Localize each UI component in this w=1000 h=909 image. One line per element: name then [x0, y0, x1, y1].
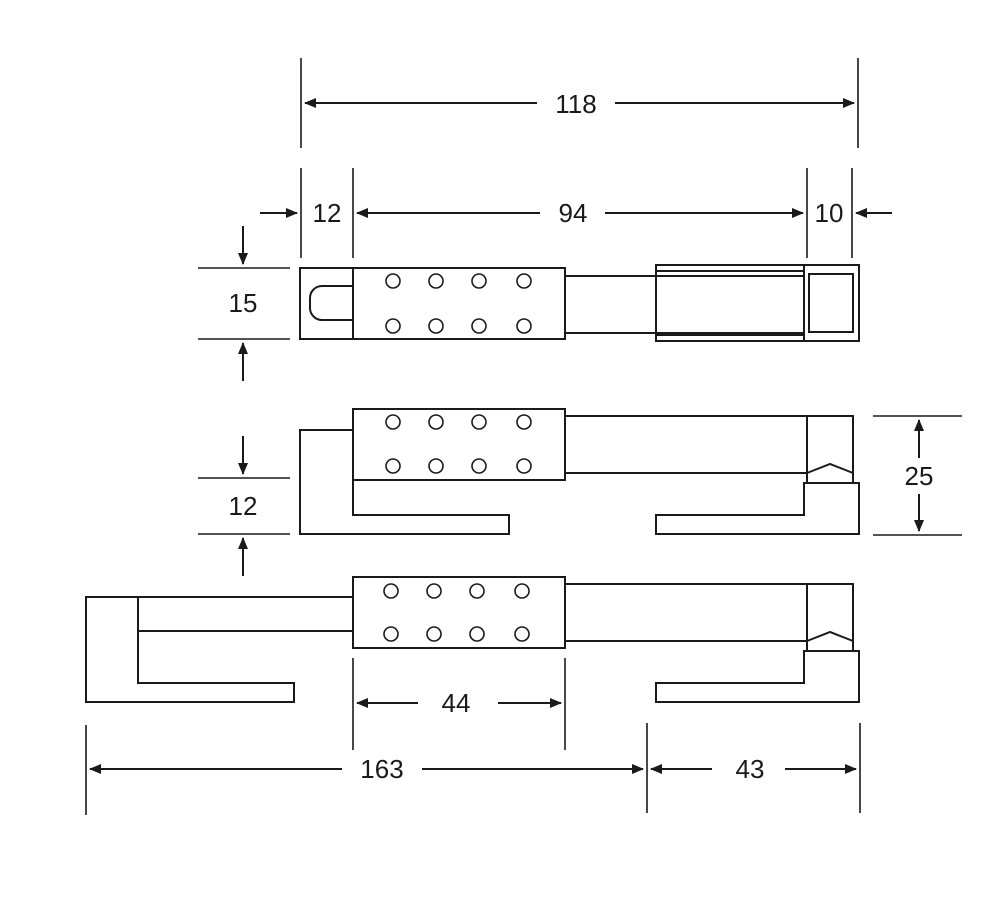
- dimension-label: 118: [555, 89, 596, 119]
- closed-view: [299, 264, 860, 342]
- dimension-label: 25: [905, 461, 934, 491]
- dimension-label: 43: [736, 754, 765, 784]
- dimension-label: 15: [229, 288, 258, 318]
- right-jaw: [655, 482, 860, 535]
- extended-view: [85, 576, 860, 703]
- slide-rail: [564, 415, 808, 474]
- dimension-label: 12: [229, 491, 258, 521]
- dimension-extended-length: 163 43: [85, 723, 861, 815]
- dimension-label: 10: [815, 198, 844, 228]
- right-head: [806, 415, 854, 484]
- dimension-label: 163: [360, 754, 403, 784]
- right-jaw: [655, 650, 860, 703]
- open-view: [299, 408, 860, 535]
- dimension-segments: 12 94 10: [260, 168, 892, 258]
- dimension-label: 44: [442, 688, 471, 718]
- slide-rail: [564, 583, 808, 642]
- dimension-label: 94: [559, 198, 588, 228]
- left-end-cap: [299, 267, 354, 340]
- dimension-jaw-gap: 12: [198, 436, 290, 576]
- extension-bar: [137, 596, 354, 632]
- dimension-closed-height: 15: [198, 226, 290, 381]
- hole-pattern: [383, 583, 530, 642]
- hole-pattern: [385, 273, 532, 334]
- right-end-cap: [803, 264, 860, 342]
- hole-pattern: [385, 414, 532, 474]
- dimension-body-length: 44: [352, 658, 566, 750]
- dimension-label: 12: [313, 198, 342, 228]
- main-body: [352, 408, 566, 481]
- slot-cutout: [309, 285, 353, 321]
- dimension-overall-length: 118: [300, 58, 859, 148]
- main-body: [352, 267, 566, 340]
- right-head: [806, 583, 854, 652]
- slide-rail: [564, 275, 808, 334]
- dimension-open-height: 25: [873, 415, 962, 536]
